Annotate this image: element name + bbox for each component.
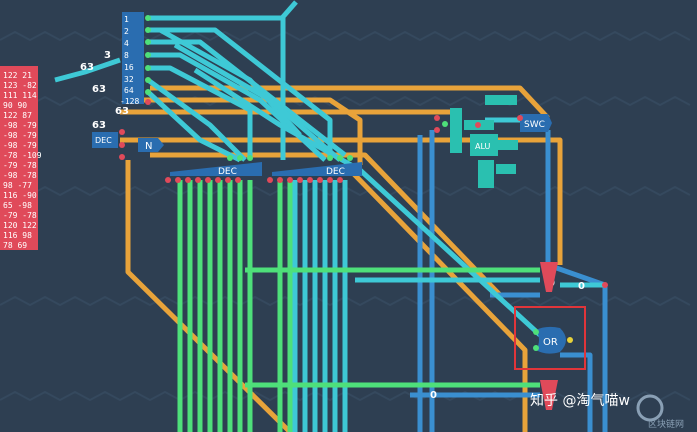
dec-small-component[interactable]: DEC bbox=[92, 132, 118, 148]
wire-label-63: 63 bbox=[80, 62, 94, 73]
register-value: -98 -78 bbox=[3, 171, 37, 180]
wire-label-0: 0 bbox=[578, 281, 585, 292]
dec-small-label: DEC bbox=[95, 136, 112, 145]
or-gate[interactable]: OR bbox=[533, 326, 573, 354]
register-value: -98 -79 bbox=[3, 141, 37, 150]
bit-label: 1 bbox=[124, 15, 129, 24]
wire-label-63: 63 bbox=[92, 120, 106, 131]
decoder-left-label: DEC bbox=[218, 167, 237, 177]
or-gate-label: OR bbox=[543, 337, 558, 348]
swc-component[interactable]: SWC bbox=[517, 114, 552, 132]
swc-label: SWC bbox=[524, 120, 545, 130]
wire-label-0: 0 bbox=[430, 390, 437, 401]
register-value: 65 -98 bbox=[3, 201, 32, 210]
wire-label-63: 63 bbox=[92, 84, 106, 95]
pin-markers bbox=[540, 262, 608, 410]
register-value: 123 -82 bbox=[3, 81, 37, 90]
bit-label: 8 bbox=[124, 51, 129, 60]
register-value: 98 -77 bbox=[3, 181, 32, 190]
alu-component[interactable]: ALU bbox=[434, 95, 518, 188]
watermark-logo-icon bbox=[636, 394, 664, 422]
not-gate-label: N bbox=[145, 141, 152, 152]
wire-label-63: 63 bbox=[115, 106, 129, 117]
register-value: 122 87 bbox=[3, 111, 32, 120]
register-panel[interactable]: 122 21 123 -82 111 114 90 90 122 87 -98 … bbox=[0, 66, 42, 250]
watermark-text: 知乎 @淘气喵w bbox=[530, 392, 630, 409]
decoder-right[interactable]: DEC bbox=[267, 155, 362, 183]
decoder-left[interactable]: DEC bbox=[165, 155, 262, 183]
register-value: 78 69 bbox=[3, 241, 27, 250]
watermark: 知乎 @淘气喵w 区块链网 bbox=[530, 392, 684, 430]
register-value: 122 21 bbox=[3, 71, 32, 80]
not-gate[interactable]: N bbox=[138, 138, 164, 152]
register-value: 120 122 bbox=[3, 221, 37, 230]
bit-splitter[interactable]: 1 2 4 8 16 32 64 -128 bbox=[120, 12, 151, 106]
register-value: -79 -78 bbox=[3, 211, 37, 220]
bit-label: -128 bbox=[120, 97, 139, 106]
register-value: 90 90 bbox=[3, 101, 27, 110]
watermark-corner-logo: 区块链网 bbox=[648, 418, 684, 430]
register-value: 116 -90 bbox=[3, 191, 37, 200]
bit-label: 2 bbox=[124, 27, 129, 36]
wire-label-3: 3 bbox=[104, 50, 111, 61]
decoder-right-label: DEC bbox=[326, 167, 345, 177]
alu-label: ALU bbox=[475, 142, 491, 151]
or-gate-highlight-box bbox=[514, 306, 586, 370]
cyan-wires[interactable] bbox=[54, 0, 605, 432]
bit-label: 4 bbox=[124, 39, 129, 48]
register-value: -79 -78 bbox=[3, 161, 37, 170]
register-value: 111 114 bbox=[3, 91, 37, 100]
register-value: -98 -79 bbox=[3, 131, 37, 140]
register-value: 116 98 bbox=[3, 231, 32, 240]
bit-label: 16 bbox=[124, 63, 134, 72]
register-value: -78 -109 bbox=[3, 151, 42, 160]
register-value: -98 -79 bbox=[3, 121, 37, 130]
bit-label: 32 bbox=[124, 75, 134, 84]
bit-label: 64 bbox=[124, 86, 134, 95]
green-wires[interactable] bbox=[177, 180, 540, 432]
